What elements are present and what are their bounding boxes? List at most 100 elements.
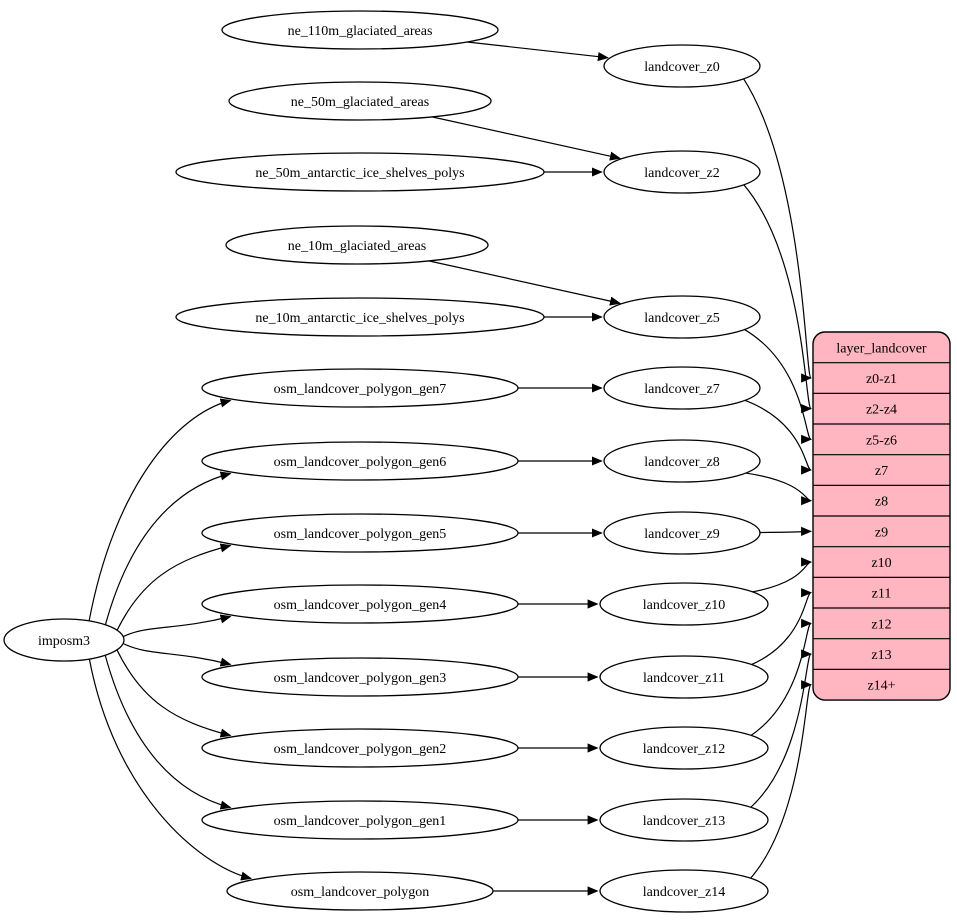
node-shape-landcover_z14 [599,869,769,913]
node-label-osm_landcover_polygon_gen5: osm_landcover_polygon_gen5 [274,527,447,542]
node-osm_landcover_polygon_gen7: osm_landcover_polygon_gen7 [201,368,519,408]
node-label-osm_landcover_polygon: osm_landcover_polygon [291,885,429,900]
node-ne_110m_glaciated_areas: ne_110m_glaciated_areas [221,10,499,50]
node-landcover_z14: landcover_z14 [599,869,769,913]
node-shape-ne_10m_glaciated_areas [225,225,489,265]
node-ne_50m_glaciated_areas: ne_50m_glaciated_areas [228,81,492,121]
table-row-z13: z13 [871,648,891,663]
edge-imposm3-to-osm_landcover_polygon [88,658,253,881]
node-ne_10m_antarctic_ice_shelves_polys: ne_10m_antarctic_ice_shelves_polys [175,297,545,337]
node-shape-osm_landcover_polygon_gen3 [201,657,519,697]
node-label-osm_landcover_polygon_gen3: osm_landcover_polygon_gen3 [274,671,447,686]
node-shape-landcover_z12 [599,726,769,770]
node-imposm3: imposm3 [3,618,125,662]
node-landcover_z0: landcover_z0 [603,44,761,88]
node-shape-osm_landcover_polygon_gen2 [201,728,519,768]
node-label-osm_landcover_polygon_gen7: osm_landcover_polygon_gen7 [274,382,447,397]
edge-landcover_z10-to-layer_landcover-z10 [749,557,813,594]
edge-ne_50m_glaciated_areas-to-landcover_z2 [431,116,621,161]
node-shape-osm_landcover_polygon_gen1 [201,800,519,840]
node-shape-landcover_z0 [603,44,761,88]
node-osm_landcover_polygon_gen2: osm_landcover_polygon_gen2 [201,728,519,768]
node-landcover_z2: landcover_z2 [603,150,761,194]
node-shape-landcover_z13 [599,798,769,842]
edge-landcover_z12-to-layer_landcover-z12 [749,618,813,737]
node-landcover_z11: landcover_z11 [599,655,769,699]
edge-imposm3-to-osm_landcover_polygon_gen4 [122,614,232,638]
edge-landcover_z14-to-layer_landcover-z14+ [749,680,813,880]
table-row-z7: z7 [875,464,888,479]
edge-imposm3-to-osm_landcover_polygon_gen7 [88,398,232,622]
table-row-z2-z4: z2-z4 [866,403,897,418]
node-label-ne_10m_antarctic_ice_shelves_polys: ne_10m_antarctic_ice_shelves_polys [255,311,464,326]
node-shape-osm_landcover_polygon_gen7 [201,368,519,408]
edge-imposm3-to-osm_landcover_polygon_gen3 [122,642,232,667]
edge-landcover_z0-to-layer_landcover-z0-z1 [742,77,813,383]
node-ne_50m_antarctic_ice_shelves_polys: ne_50m_antarctic_ice_shelves_polys [175,152,545,192]
node-label-landcover_z14: landcover_z14 [643,885,725,900]
node-label-landcover_z0: landcover_z0 [644,60,719,75]
node-label-landcover_z13: landcover_z13 [643,814,725,829]
node-landcover_z9: landcover_z9 [603,511,761,555]
node-shape-ne_50m_antarctic_ice_shelves_polys [175,152,545,192]
node-ne_10m_glaciated_areas: ne_10m_glaciated_areas [225,225,489,265]
table-header-label: layer_landcover [836,341,927,356]
node-shape-imposm3 [3,618,125,662]
node-label-ne_50m_antarctic_ice_shelves_polys: ne_50m_antarctic_ice_shelves_polys [255,166,464,181]
node-shape-landcover_z8 [603,439,761,483]
table-row-z12: z12 [871,617,891,632]
edge-imposm3-to-osm_landcover_polygon_gen1 [104,655,232,810]
node-osm_landcover_polygon_gen3: osm_landcover_polygon_gen3 [201,657,519,697]
table-row-z5-z6: z5-z6 [866,433,897,448]
node-shape-ne_50m_glaciated_areas [228,81,492,121]
node-label-landcover_z10: landcover_z10 [643,598,725,613]
node-shape-landcover_z9 [603,511,761,555]
node-shape-osm_landcover_polygon_gen4 [201,584,519,624]
node-label-landcover_z12: landcover_z12 [643,742,725,757]
edge-landcover_z7-to-layer_landcover-z7 [742,398,813,475]
node-label-landcover_z7: landcover_z7 [644,382,719,397]
node-landcover_z10: landcover_z10 [599,582,769,626]
node-shape-landcover_z7 [603,366,761,410]
node-shape-osm_landcover_polygon_gen5 [201,513,519,553]
node-landcover_z5: landcover_z5 [603,295,761,339]
edge-imposm3-to-osm_landcover_polygon_gen2 [116,649,232,738]
node-label-landcover_z9: landcover_z9 [644,527,719,542]
node-label-ne_10m_glaciated_areas: ne_10m_glaciated_areas [288,239,426,254]
node-shape-ne_110m_glaciated_areas [221,10,499,50]
edge-landcover_z11-to-layer_landcover-z11 [749,588,813,667]
edge-landcover_z13-to-layer_landcover-z13 [749,649,813,809]
node-osm_landcover_polygon_gen1: osm_landcover_polygon_gen1 [201,800,519,840]
table-row-z8: z8 [875,495,888,510]
node-label-ne_110m_glaciated_areas: ne_110m_glaciated_areas [288,24,433,39]
edge-landcover_z9-to-layer_landcover-z9 [757,526,813,536]
node-label-osm_landcover_polygon_gen1: osm_landcover_polygon_gen1 [274,814,447,829]
table-row-z11: z11 [872,587,892,602]
node-shape-osm_landcover_polygon_gen6 [201,441,519,481]
node-layer_landcover: layer_landcoverz0-z1z2-z4z5-z6z7z8z9z10z… [812,331,951,701]
node-label-landcover_z2: landcover_z2 [644,166,719,181]
node-shape-ne_10m_antarctic_ice_shelves_polys [175,297,545,337]
node-label-osm_landcover_polygon_gen4: osm_landcover_polygon_gen4 [274,598,447,613]
edge-ne_10m_glaciated_areas-to-landcover_z5 [428,260,622,306]
node-landcover_z12: landcover_z12 [599,726,769,770]
node-osm_landcover_polygon_gen5: osm_landcover_polygon_gen5 [201,513,519,553]
edge-ne_110m_glaciated_areas-to-landcover_z0 [467,41,609,62]
edge-landcover_z2-to-layer_landcover-z2-z4 [742,183,813,414]
node-landcover_z13: landcover_z13 [599,798,769,842]
table-row-z9: z9 [875,525,888,540]
node-landcover_z7: landcover_z7 [603,366,761,410]
edge-imposm3-to-osm_landcover_polygon_gen6 [104,471,232,625]
edge-landcover_z8-to-layer_landcover-z8 [742,471,813,506]
node-osm_landcover_polygon_gen4: osm_landcover_polygon_gen4 [201,584,519,624]
table-row-z14+: z14+ [867,679,895,694]
edge-landcover_z5-to-layer_landcover-z5-z6 [742,328,813,444]
node-osm_landcover_polygon_gen6: osm_landcover_polygon_gen6 [201,441,519,481]
table-row-z0-z1: z0-z1 [866,372,897,387]
node-shape-landcover_z10 [599,582,769,626]
node-label-landcover_z11: landcover_z11 [643,671,725,686]
node-osm_landcover_polygon: osm_landcover_polygon [226,871,494,911]
node-shape-landcover_z5 [603,295,761,339]
